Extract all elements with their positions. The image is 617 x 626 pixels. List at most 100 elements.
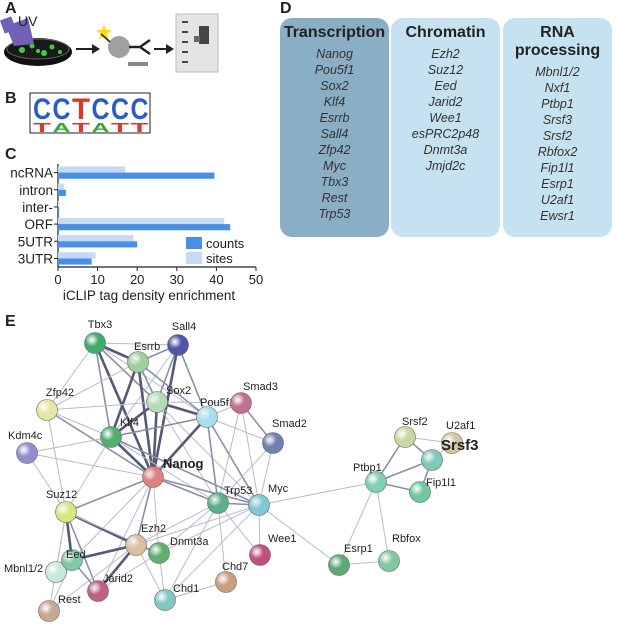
network-edge: [46, 342, 96, 411]
node-wee1[interactable]: [249, 544, 271, 566]
arrow-icon: [166, 44, 174, 54]
network-edge: [48, 544, 137, 612]
network-edge: [71, 543, 137, 562]
node-klf4[interactable]: [100, 426, 122, 448]
node-myc[interactable]: [248, 494, 270, 516]
node-label: Tbx3: [88, 319, 112, 331]
node-label: Nanog: [163, 456, 204, 471]
node-chd1[interactable]: [154, 589, 176, 611]
network-edge: [338, 481, 377, 566]
network-edge: [217, 402, 242, 504]
node-label: Srsf3: [441, 437, 479, 454]
node-label: Klf4: [120, 417, 139, 429]
motif-letter-bottom: A: [53, 120, 72, 135]
gene-name: Mbnl1/2: [535, 65, 580, 79]
node-pou5f1[interactable]: [196, 406, 218, 428]
legend-swatch: [186, 237, 202, 249]
node-label: Pou5f1: [200, 397, 235, 409]
node-label: Srsf2: [402, 416, 428, 428]
gene-box-title: Transcription: [280, 24, 389, 42]
node-jarid2[interactable]: [87, 580, 109, 602]
bar-sites: [58, 252, 96, 259]
node-rbfox[interactable]: [378, 550, 400, 572]
node-suz12[interactable]: [55, 501, 77, 523]
node-sox2[interactable]: [146, 391, 168, 413]
node-nanog[interactable]: [142, 466, 164, 488]
node-ptbp1[interactable]: [365, 471, 387, 493]
node-smad2[interactable]: [262, 432, 284, 454]
node-smad3[interactable]: [230, 392, 252, 414]
gene-name: Nanog: [316, 47, 353, 61]
node-srsf3[interactable]: [421, 449, 443, 471]
node-srsf2[interactable]: [394, 426, 416, 448]
gene-name: Srsf2: [542, 129, 573, 143]
network-edge: [137, 361, 208, 418]
network-edge: [26, 452, 154, 478]
x-tick-label: 0: [54, 272, 61, 287]
network-edge: [164, 502, 219, 601]
node-esrp1[interactable]: [328, 554, 350, 576]
node-esrrb[interactable]: [127, 351, 149, 373]
motif-letter-bottom: A: [92, 120, 111, 135]
node-u2af1[interactable]: [441, 432, 463, 454]
gene-name: Suz12: [427, 63, 464, 77]
node-label: Kdm4c: [8, 430, 43, 442]
network-edge: [46, 409, 154, 478]
node-eed[interactable]: [61, 549, 83, 571]
node-ezh2[interactable]: [125, 534, 147, 556]
node-label: Rbfox: [392, 533, 421, 545]
network-edge: [46, 401, 158, 411]
network-edge: [258, 504, 340, 566]
network-edge: [136, 361, 155, 478]
gene-name: Myc: [323, 159, 346, 173]
node-trp53[interactable]: [207, 492, 229, 514]
bar-counts: [58, 258, 92, 265]
x-tick-label: 50: [249, 272, 263, 287]
node-fip1l1[interactable]: [409, 481, 431, 503]
gene-name: Rbfox2: [537, 145, 578, 159]
node-label: Ezh2: [141, 523, 166, 535]
network-edge: [46, 409, 112, 438]
node-tbx3[interactable]: [84, 332, 106, 354]
network-edge: [110, 344, 179, 438]
node-label: Chd7: [222, 561, 248, 573]
gene-name: Ezh2: [431, 47, 460, 61]
motif-letter-top: T: [72, 93, 90, 126]
node-chd7[interactable]: [215, 571, 237, 593]
node-rest[interactable]: [38, 600, 60, 622]
network-edge: [110, 436, 219, 504]
network-edge: [156, 401, 219, 504]
network-edge: [65, 476, 154, 513]
node-dnmt3a[interactable]: [148, 542, 170, 564]
bar-sites: [58, 200, 60, 207]
node-mbnl1-2[interactable]: [45, 561, 67, 583]
gene-name: Nxf1: [544, 81, 571, 95]
motif-letter-bottom: T: [33, 120, 51, 135]
gene-box-title-line: Transcription: [283, 24, 386, 41]
gene-name: Dnmt3a: [423, 143, 468, 157]
network-edge: [46, 361, 139, 411]
gene-name: Esrrb: [319, 111, 350, 125]
gene-name: Sall4: [320, 127, 349, 141]
node-label: Zfp42: [46, 387, 74, 399]
network-edge: [152, 476, 219, 504]
node-kdm4c[interactable]: [16, 442, 38, 464]
motif-letter-top: C: [131, 93, 149, 126]
node-sall4[interactable]: [167, 334, 189, 356]
antibody-icon: [129, 38, 151, 56]
bar-counts: [58, 241, 138, 248]
node-label: Dnmt3a: [170, 536, 209, 548]
network-edge: [152, 476, 160, 554]
gene-name: Pou5f1: [314, 63, 355, 77]
gene-name: Trp53: [318, 207, 351, 221]
network-edge: [94, 342, 179, 346]
node-label: Suz12: [46, 489, 77, 501]
uv-label: UV: [18, 13, 38, 29]
node-zfp42[interactable]: [36, 399, 58, 421]
bar-sites: [58, 235, 134, 242]
motif-letter-top: C: [53, 93, 71, 126]
x-tick-label: 20: [130, 272, 144, 287]
network-edge: [217, 502, 261, 556]
